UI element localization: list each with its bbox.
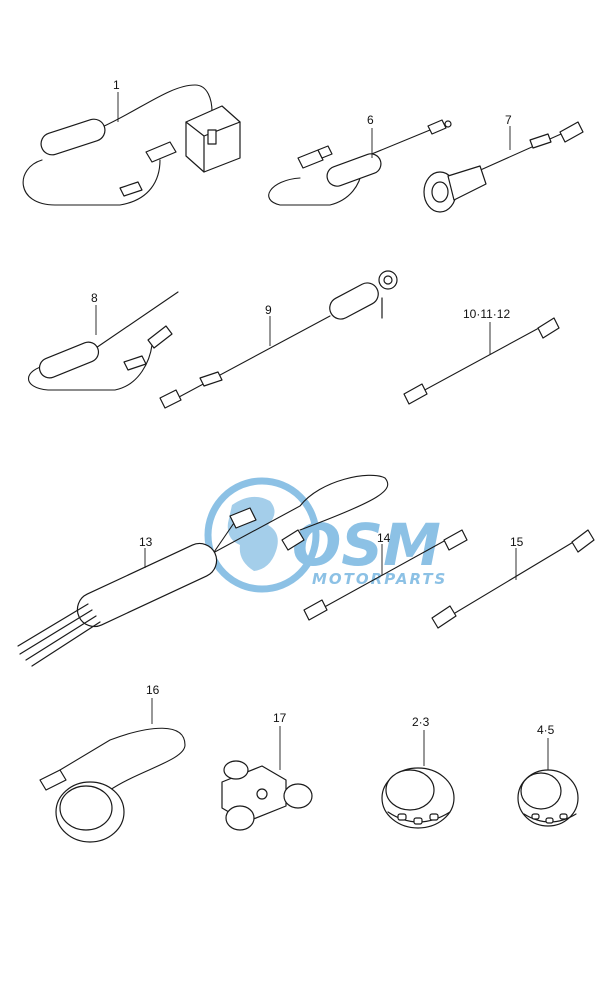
callout-16: 16	[146, 683, 160, 697]
callout-6: 6	[367, 113, 374, 127]
watermark-sub: MOTORPARTS	[312, 570, 447, 588]
part-1-cable-with-bracket	[22, 84, 241, 206]
callout-17: 17	[273, 711, 287, 725]
part-14-drop-cable	[303, 529, 468, 621]
watermark-globe	[204, 477, 320, 593]
callout-9: 9	[265, 303, 272, 317]
callout-10-11-12: 10·11·12	[463, 307, 510, 321]
callout-2-3: 2·3	[412, 715, 430, 729]
part-9-sensor-cable	[159, 270, 398, 409]
part-2-3-ring	[381, 767, 455, 829]
part-16-terminator-with-cable	[39, 727, 186, 843]
part-13-power-cable-assembly	[17, 474, 389, 667]
part-4-5-ring	[517, 769, 579, 827]
callout-8: 8	[91, 291, 98, 305]
callout-15: 15	[510, 535, 524, 549]
part-7-flush-mount-connector	[423, 121, 584, 213]
part-10-11-12-backbone-cable	[403, 317, 560, 405]
callout-4-5: 4·5	[537, 723, 555, 737]
part-6-cable-with-terminal	[268, 119, 452, 206]
watermark-brand: OSM	[292, 511, 441, 579]
callout-14: 14	[377, 531, 391, 545]
callout-1: 1	[113, 78, 120, 92]
part-15-drop-cable	[431, 529, 595, 629]
part-17-t-connector	[221, 760, 313, 831]
callout-7: 7	[505, 113, 512, 127]
callout-13: 13	[139, 535, 153, 549]
part-8-cable-assembly	[28, 291, 179, 391]
watermark-continent	[227, 496, 278, 571]
osm-watermark: OSM MOTORPARTS	[204, 477, 447, 593]
